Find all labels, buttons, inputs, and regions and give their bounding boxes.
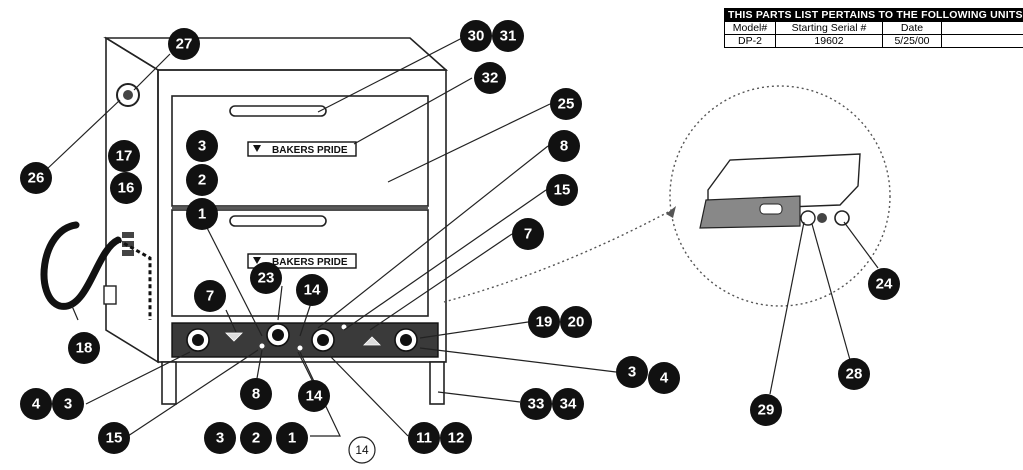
svg-text:1: 1 — [288, 430, 296, 447]
callout-19: 19 — [528, 306, 560, 338]
svg-text:17: 17 — [116, 148, 133, 165]
svg-text:1: 1 — [198, 206, 206, 223]
callout-3-left: 3 — [52, 388, 84, 420]
callout-15-lower: 15 — [98, 422, 130, 454]
callout-25: 25 — [550, 88, 582, 120]
callout-28: 28 — [838, 358, 870, 390]
leader-lines — [45, 35, 879, 437]
svg-text:23: 23 — [258, 270, 275, 287]
callout-23: 23 — [250, 262, 282, 294]
svg-text:2: 2 — [252, 430, 260, 447]
svg-text:16: 16 — [118, 180, 135, 197]
svg-text:8: 8 — [252, 386, 260, 403]
detail-inset — [443, 85, 891, 307]
callout-27: 27 — [168, 28, 200, 60]
callout-20: 20 — [560, 306, 592, 338]
svg-text:14: 14 — [306, 388, 323, 405]
cell-model: DP-2 — [724, 34, 776, 48]
parts-list-table: THIS PARTS LIST PERTAINS TO THE FOLLOWIN… — [724, 8, 1023, 48]
callout-14-outline: 14 — [348, 436, 376, 464]
callout-24: 24 — [868, 268, 900, 300]
svg-text:19: 19 — [536, 314, 553, 331]
svg-text:3: 3 — [216, 430, 224, 447]
callout-3-right: 3 — [616, 356, 648, 388]
callout-7-left: 7 — [194, 280, 226, 312]
svg-text:20: 20 — [568, 314, 585, 331]
svg-text:2: 2 — [198, 172, 206, 189]
svg-text:8: 8 — [560, 138, 568, 155]
logo-top: BAKERS PRIDE — [272, 145, 348, 156]
callout-3-stack: 3 — [186, 130, 218, 162]
callout-34: 34 — [552, 388, 584, 420]
svg-text:3: 3 — [64, 396, 72, 413]
callout-2-stack: 2 — [186, 164, 218, 196]
parts-table-row: DP-2 19602 5/25/00 — [724, 34, 1023, 48]
svg-text:26: 26 — [28, 170, 45, 187]
oven-illustration: BAKERS PRIDE BAKERS PRIDE — [40, 36, 449, 405]
svg-text:29: 29 — [758, 402, 775, 419]
svg-text:3: 3 — [198, 138, 206, 155]
callout-11: 11 — [408, 422, 440, 454]
control-knobs — [186, 323, 418, 352]
svg-text:28: 28 — [846, 366, 863, 383]
callout-17: 17 — [108, 140, 140, 172]
svg-text:18: 18 — [76, 340, 93, 357]
callout-31: 31 — [492, 20, 524, 52]
callout-29: 29 — [750, 394, 782, 426]
callout-14-lower: 14 — [298, 380, 330, 412]
callout-12: 12 — [440, 422, 472, 454]
logo-bottom: BAKERS PRIDE — [272, 257, 348, 268]
svg-text:15: 15 — [106, 430, 123, 447]
callout-26: 26 — [20, 162, 52, 194]
svg-text:4: 4 — [32, 396, 41, 413]
header-model: Model# — [724, 21, 776, 35]
svg-text:24: 24 — [876, 276, 893, 293]
callout-4-right: 4 — [648, 362, 680, 394]
callout-4-left: 4 — [20, 388, 52, 420]
callout-14-upper: 14 — [296, 274, 328, 306]
cell-serial: 19602 — [775, 34, 883, 48]
svg-text:14: 14 — [355, 443, 369, 457]
svg-text:27: 27 — [176, 36, 193, 53]
svg-text:11: 11 — [416, 430, 432, 447]
svg-text:4: 4 — [660, 370, 669, 387]
svg-text:30: 30 — [468, 28, 485, 45]
callout-1-bottom: 1 — [276, 422, 308, 454]
svg-text:31: 31 — [500, 28, 517, 45]
svg-text:3: 3 — [628, 364, 636, 381]
callout-8-lower: 8 — [240, 378, 272, 410]
callout-2-bottom: 2 — [240, 422, 272, 454]
svg-text:25: 25 — [558, 96, 575, 113]
parts-table-header-row: Model# Starting Serial # Date — [724, 21, 1023, 35]
svg-text:32: 32 — [482, 70, 499, 87]
svg-text:12: 12 — [448, 430, 465, 447]
cell-date: 5/25/00 — [882, 34, 942, 48]
callout-16: 16 — [110, 172, 142, 204]
callout-8-upper: 8 — [548, 130, 580, 162]
callout-1-stack: 1 — [186, 198, 218, 230]
callout-18: 18 — [68, 332, 100, 364]
svg-text:14: 14 — [304, 282, 321, 299]
callout-15-upper: 15 — [546, 174, 578, 206]
svg-text:7: 7 — [206, 288, 214, 305]
callout-7-right: 7 — [512, 218, 544, 250]
svg-text:34: 34 — [560, 396, 577, 413]
cell-blank — [941, 34, 1023, 48]
callout-32: 32 — [474, 62, 506, 94]
svg-text:15: 15 — [554, 182, 571, 199]
callout-33: 33 — [520, 388, 552, 420]
svg-text:7: 7 — [524, 226, 532, 243]
callout-30: 30 — [460, 20, 492, 52]
svg-text:33: 33 — [528, 396, 545, 413]
callout-3-bottom: 3 — [204, 422, 236, 454]
